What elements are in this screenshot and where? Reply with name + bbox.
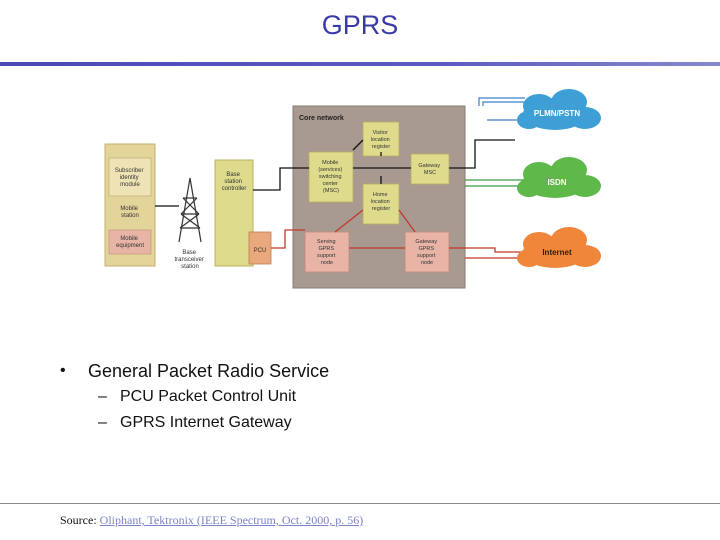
internet-label: Internet bbox=[542, 248, 572, 257]
sgsn-box bbox=[304, 231, 350, 273]
sub-bullet-item: – PCU Packet Control Unit bbox=[98, 384, 680, 410]
msc-box bbox=[308, 151, 354, 203]
footer-divider bbox=[0, 503, 720, 504]
vlr-box bbox=[362, 121, 400, 157]
source-prefix: Source: bbox=[60, 513, 97, 527]
sgsn-label: Serving GPRS support node bbox=[317, 239, 337, 266]
isdn-label: ISDN bbox=[547, 178, 566, 187]
hlr-label: Home location register bbox=[371, 192, 392, 212]
bullet-text: General Packet Radio Service bbox=[88, 360, 330, 381]
bts-label: Base transceiver station bbox=[174, 250, 205, 270]
bsc-label: Base station controller bbox=[222, 172, 247, 192]
vlr-label: Visitor location register bbox=[371, 130, 392, 150]
pcu-label: PCU bbox=[254, 248, 267, 254]
pstn-cloud bbox=[517, 89, 601, 130]
bullet-item: • General Packet Radio Service bbox=[60, 358, 680, 384]
packet-links bbox=[271, 209, 525, 253]
msc-label: Mobile (services) switching center (MSC) bbox=[318, 160, 343, 194]
gmsc-box bbox=[410, 153, 450, 185]
ggsn-box bbox=[404, 231, 450, 273]
sub-bullet-text: GPRS Internet Gateway bbox=[120, 414, 292, 431]
title-divider bbox=[0, 62, 720, 66]
internet-cloud bbox=[517, 227, 601, 268]
pstn-label: PLMN/PSTN bbox=[534, 109, 580, 118]
ggsn-label: Gateway GPRS support node bbox=[415, 239, 438, 266]
cloud-links bbox=[465, 97, 525, 259]
bullet-list: • General Packet Radio Service – PCU Pac… bbox=[60, 358, 680, 436]
dash-icon: – bbox=[98, 388, 107, 405]
sim-box bbox=[108, 157, 152, 197]
tower-icon bbox=[178, 177, 202, 243]
dash-icon: – bbox=[98, 414, 107, 431]
sub-bullet-text: PCU Packet Control Unit bbox=[120, 388, 297, 405]
bullet-dot-icon: • bbox=[60, 362, 66, 379]
bsc-box bbox=[214, 159, 254, 267]
source-link[interactable]: Oliphant, Tektronix (IEEE Spectrum, Oct.… bbox=[99, 513, 364, 527]
isdn-cloud bbox=[517, 157, 601, 198]
circuit-links bbox=[155, 139, 515, 207]
source-citation: Source: Oliphant, Tektronix (IEEE Spectr… bbox=[60, 513, 363, 528]
mobile-equipment-box bbox=[108, 229, 152, 255]
gmsc-label: Gateway MSC bbox=[418, 163, 441, 176]
mobile-station-label: Mobile station bbox=[120, 206, 139, 219]
gprs-architecture-diagram: Subscriber identity module Mobile statio… bbox=[95, 80, 615, 300]
sub-bullet-item: – GPRS Internet Gateway bbox=[98, 410, 680, 436]
sim-label: Subscriber identity module bbox=[115, 168, 145, 188]
slide-title: GPRS bbox=[321, 10, 399, 40]
core-network-label: Core network bbox=[299, 115, 344, 122]
mobile-equipment-label: Mobile equipment bbox=[116, 236, 144, 249]
